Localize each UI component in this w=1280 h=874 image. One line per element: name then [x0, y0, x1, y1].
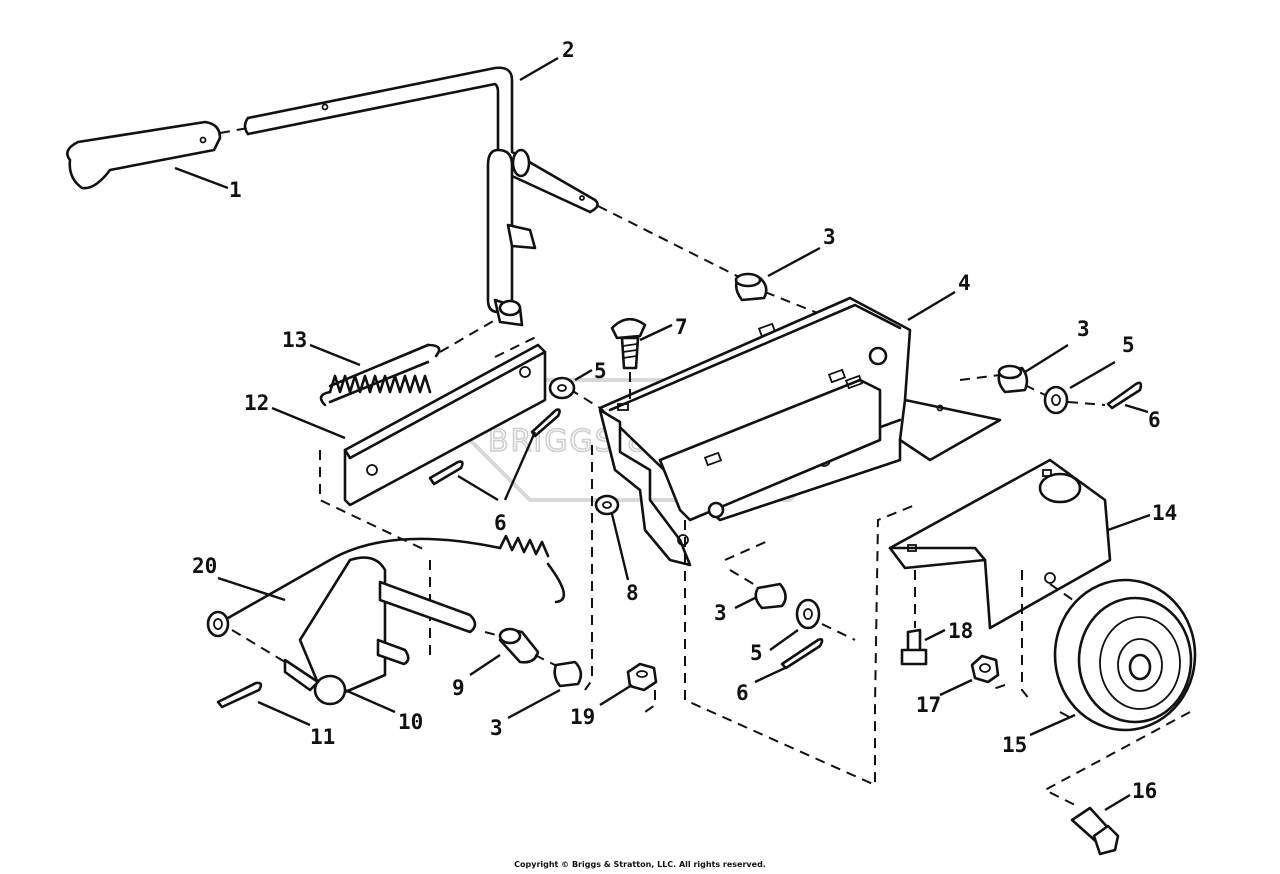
- callout-9: 9: [452, 676, 465, 700]
- callout-3-upper: 3: [823, 225, 836, 249]
- callout-14: 14: [1152, 501, 1177, 525]
- part-5-washer-right: [1043, 385, 1069, 415]
- callout-2: 2: [562, 38, 575, 62]
- callout-8: 8: [626, 581, 639, 605]
- part-6-cotter-pin-right: [1106, 381, 1143, 410]
- callout-6-mid: 6: [494, 511, 507, 535]
- part-3-bushing-lower-center: [754, 582, 787, 610]
- part-18-bolt: [900, 628, 928, 666]
- callout-4: 4: [958, 271, 971, 295]
- callout-20: 20: [192, 554, 217, 578]
- part-11-cotter-pin: [216, 681, 263, 709]
- callout-10: 10: [398, 710, 423, 734]
- callout-12: 12: [244, 391, 269, 415]
- copyright-notice: Copyright © Briggs & Stratton, LLC. All …: [514, 860, 766, 869]
- dash-plate: [319, 334, 601, 660]
- part-17-nut: [970, 654, 1000, 684]
- callout-16: 16: [1132, 779, 1157, 803]
- part-8-lock-nut: [594, 494, 620, 516]
- dash-right-hardware: [959, 374, 1106, 406]
- callouts: 1 2 3 4 3 7 5 6 13 12 5 6 8 14 18 17 15 …: [192, 38, 1177, 803]
- part-15-pulley: [1053, 578, 1197, 732]
- part-20-cable: [206, 534, 566, 638]
- part-12-plate: [343, 343, 547, 507]
- part-7-carriage-bolt: [610, 317, 647, 370]
- dash-idler: [914, 570, 1091, 701]
- callout-5-lower: 5: [750, 641, 763, 665]
- dash-spring: [439, 319, 496, 353]
- callout-15: 15: [1002, 733, 1027, 757]
- part-6-cotter-pin-lower: [780, 637, 824, 670]
- dash-arm: [231, 629, 501, 666]
- callout-13: 13: [282, 328, 307, 352]
- part-13-spring: [319, 343, 441, 407]
- callout-6-lower: 6: [736, 681, 749, 705]
- dash-lower-bracket: [684, 504, 916, 787]
- part-16-bolt: [1070, 806, 1120, 856]
- dash-nut: [584, 445, 593, 691]
- part-10-arm: [283, 556, 477, 706]
- callout-5-right: 5: [1122, 333, 1135, 357]
- part-3-bushing-right: [997, 364, 1029, 394]
- part-14-idler-bracket: [888, 458, 1112, 630]
- callout-18: 18: [948, 619, 973, 643]
- callout-17: 17: [916, 693, 941, 717]
- part-9-spacer: [498, 627, 540, 664]
- callout-1: 1: [229, 178, 242, 202]
- part-5-washer-upper: [548, 376, 576, 400]
- dash-grip-rod: [219, 127, 249, 134]
- callout-3-lower-center: 3: [714, 601, 727, 625]
- callout-11: 11: [310, 725, 335, 749]
- dash-nut-19: [644, 690, 656, 713]
- dash-rod-bushing: [597, 205, 746, 281]
- callout-19: 19: [570, 705, 595, 729]
- part-4-main-bracket: [598, 296, 1002, 567]
- callout-3-lower-left: 3: [490, 716, 503, 740]
- part-1-handle-grip: [66, 120, 222, 190]
- part-5-washer-lower: [795, 598, 821, 630]
- part-6-cotter-pin-mid: [530, 408, 561, 438]
- callout-5-upper: 5: [594, 359, 607, 383]
- dash-spacer: [534, 654, 556, 666]
- part-3-bushing-lower-left: [553, 660, 583, 688]
- callout-7: 7: [675, 315, 688, 339]
- callout-3-right: 3: [1077, 317, 1090, 341]
- dash-pulley: [1042, 711, 1191, 806]
- callout-6-right: 6: [1148, 408, 1161, 432]
- part-2-shift-rod: [243, 66, 599, 327]
- leader-lines: [174, 56, 1151, 812]
- part-6-cotter-pin-left: [428, 460, 464, 486]
- part-3-bushing-upper: [734, 272, 768, 302]
